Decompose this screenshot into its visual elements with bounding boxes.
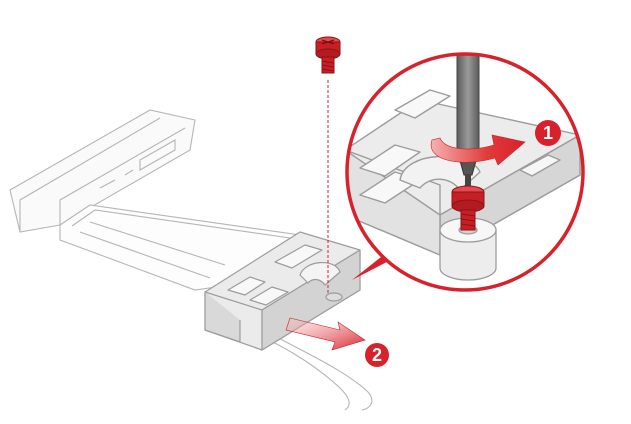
step-1-label: 1 — [543, 123, 553, 143]
step-1-badge: 1 — [535, 120, 561, 146]
step-2-label: 2 — [372, 345, 382, 365]
bracket-main — [204, 231, 361, 351]
screw-zoomed-icon — [451, 185, 485, 231]
slide-arrow-icon — [285, 317, 366, 351]
zoom-callout — [345, 52, 585, 292]
bracket-zoomed — [347, 89, 581, 256]
screw-icon — [315, 36, 341, 74]
step-2-badge: 2 — [365, 343, 389, 367]
rotate-arrow-icon — [430, 134, 526, 166]
wifi-card-assembly — [9, 109, 373, 411]
